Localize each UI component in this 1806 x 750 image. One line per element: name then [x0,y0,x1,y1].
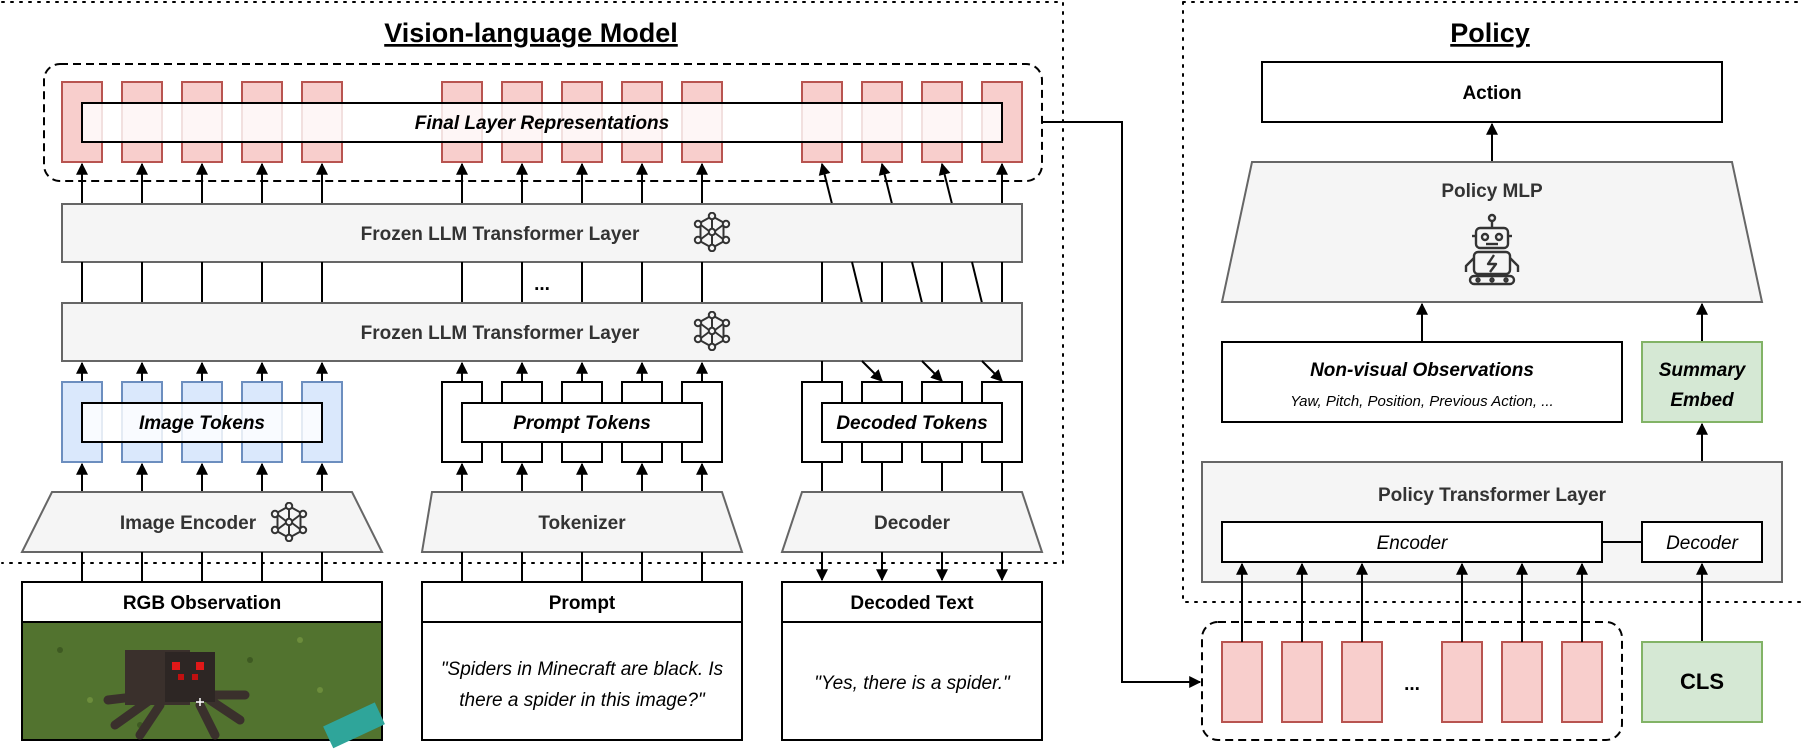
policy-transformer-label: Policy Transformer Layer [1378,485,1607,506]
summary-embed-line2: Embed [1670,390,1734,411]
robot-icon [1464,213,1520,286]
policy-encoder-label: Encoder [1377,533,1448,554]
prompt-text-line2: there a spider in this image?" [459,690,706,711]
minecraft-spider-image [21,621,385,749]
text-decoder [780,491,1044,553]
cls-token [1641,641,1763,723]
arrows-tokens-to-transformer [76,361,823,382]
frozen-transformer-bottom-label: Frozen LLM Transformer Layer [361,323,640,344]
action-label: Action [1462,83,1521,104]
summary-embed-box [1641,341,1763,423]
layer-ellipsis: ... [534,274,550,295]
policy-title: Policy [1450,18,1530,48]
vlm-title: Vision-language Model [384,18,678,48]
arrows-to-final-layer [76,162,1008,205]
arrows-inputs-to-encoders [81,552,1008,582]
transformer-interconnect [81,261,1003,304]
frozen-transformer-bottom [61,302,1023,362]
decoded-text-value: "Yes, there is a spider." [814,673,1011,694]
policy-token [1221,641,1263,723]
prompt-text-line1: "Spiders in Minecraft are black. Is [441,659,724,680]
final-layer-label-box [81,102,1003,143]
action-box [1261,61,1723,123]
decoded-tokens-label-box [821,402,1003,443]
policy-token [1501,641,1543,723]
image-encoder-label: Image Encoder [120,513,257,534]
nonvisual-observations-box [1221,341,1623,423]
vlm-region-border [1,1,1064,564]
arrows-tokens-to-encoder [1236,562,1588,642]
prompt-tokens-label-box [461,402,703,443]
summary-embed-line1: Summary [1659,360,1747,381]
nonvisual-observations-sub: Yaw, Pitch, Position, Previous Action, .… [1290,393,1553,410]
prompt-title: Prompt [549,593,616,614]
prompt-body [421,621,743,741]
policy-decoder-box [1641,521,1763,563]
policy-token [1441,641,1483,723]
image-tokens-label: Image Tokens [139,413,265,434]
cls-label: CLS [1680,669,1724,694]
policy-token-ellipsis: ... [1404,674,1420,695]
arrows-decoded-autoregressive [861,360,1003,382]
frozen-transformer-top-label: Frozen LLM Transformer Layer [361,224,640,245]
policy-mlp [1220,161,1764,303]
policy-token-group [1201,621,1623,741]
arrows-encoders-to-tokens [76,462,1003,492]
policy-token [1341,641,1383,723]
policy-mlp-label: Policy MLP [1441,181,1543,202]
tokenizer [420,491,744,553]
decoded-text-header [781,581,1043,623]
vlm-to-policy-connector [1042,121,1202,688]
decoded-text-title: Decoded Text [850,593,974,614]
decoded-tokens-label: Decoded Tokens [836,413,987,434]
policy-encoder-box [1221,521,1603,563]
final-layer-label: Final Layer Representations [415,113,669,134]
nonvisual-observations-title: Non-visual Observations [1310,360,1534,381]
text-decoder-label: Decoder [874,513,951,534]
policy-token [1281,641,1323,723]
policy-token [1561,641,1603,723]
policy-input-tokens [1221,641,1603,723]
policy-decoder-label: Decoder [1666,533,1738,554]
prompt-tokens-label: Prompt Tokens [513,413,651,434]
policy-region-border [1182,1,1805,603]
frozen-transformer-top [61,203,1023,263]
image-tokens-label-box [81,402,323,443]
tokenizer-label: Tokenizer [538,513,626,534]
rgb-observation-title: RGB Observation [123,593,281,614]
decoded-text-body [781,621,1043,741]
